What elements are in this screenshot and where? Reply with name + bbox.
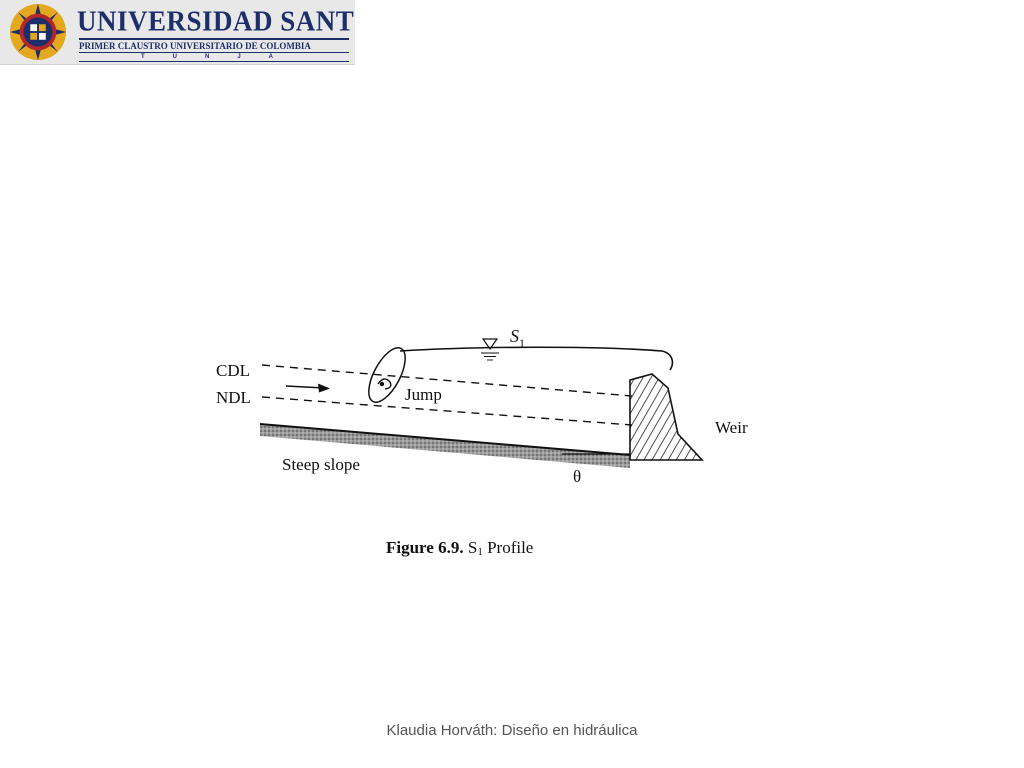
figure-title: S1 Profile — [467, 538, 534, 558]
water-surface-symbol-icon — [481, 338, 499, 361]
s1-profile-diagram: S1 CDL NDL Jump Weir Steep slope θ — [216, 326, 748, 486]
university-subtitle: PRIMER CLAUSTRO UNIVERSITARIO DE COLOMBI… — [79, 38, 349, 52]
channel-bed — [259, 423, 631, 468]
ndl-label: NDL — [216, 388, 251, 407]
university-seal-icon — [9, 3, 67, 61]
s1-water-surface — [399, 346, 674, 371]
figure-caption: Figure 6.9. S1 Profile — [386, 538, 533, 558]
university-city: TUNJA — [79, 52, 349, 62]
weir — [629, 373, 704, 461]
jump-label: Jump — [405, 385, 442, 404]
university-logo: UNIVERSIDAD SANTO TOMAS PRIMER CLAUSTRO … — [0, 0, 355, 65]
flow-arrow-icon — [285, 383, 330, 393]
ndl-line — [261, 396, 633, 426]
slide-footer: Klaudia Horváth: Diseño en hidráulica — [386, 722, 638, 739]
theta-label: θ — [573, 467, 581, 486]
hydraulic-jump — [368, 347, 406, 403]
s1-label: S1 — [510, 326, 525, 350]
figure-number: Figure 6.9. — [386, 538, 464, 557]
cdl-label: CDL — [216, 361, 250, 380]
university-name: UNIVERSIDAD SANTO TOMAS — [77, 5, 355, 37]
weir-label: Weir — [715, 418, 748, 437]
steep-slope-label: Steep slope — [282, 455, 360, 474]
cdl-line — [261, 364, 633, 397]
